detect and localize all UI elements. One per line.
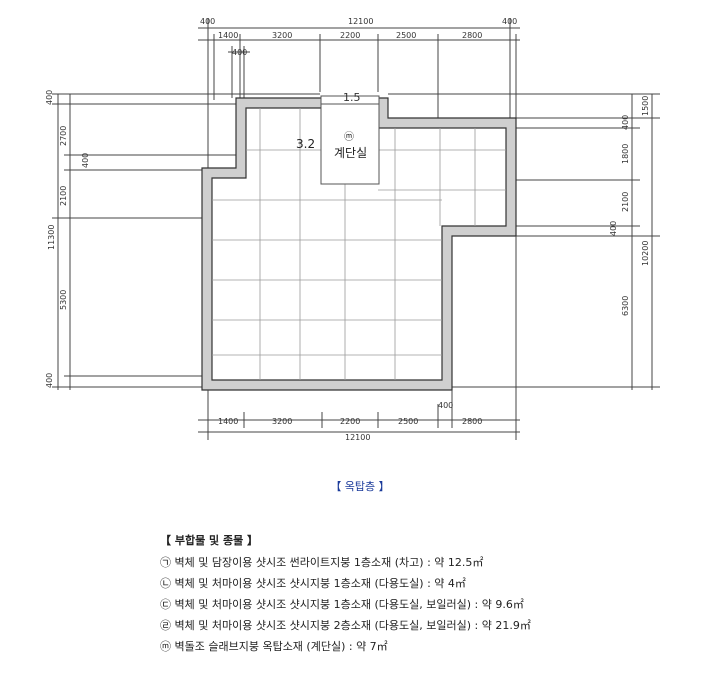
dim-top-seg-5: 2800 — [462, 31, 482, 40]
legend-item: ⓜ 벽돌조 슬래브지붕 옥탑소재 (계단실) : 약 7㎡ — [160, 640, 388, 653]
dim-bottom-seg-2: 3200 — [272, 417, 292, 426]
dim-right-10200: 10200 — [641, 241, 650, 266]
legend-title: 【 부합물 및 종물 】 — [160, 534, 259, 547]
appurtenances-legend: 【 부합물 및 종물 】 ㉠ 벽체 및 담장이용 샷시조 썬라이트지붕 1층소재… — [160, 530, 531, 657]
dim-left-2100: 2100 — [59, 186, 68, 206]
dim-right-400-top: 400 — [621, 115, 630, 130]
legend-item: ㉠ 벽체 및 담장이용 샷시조 썬라이트지붕 1층소재 (차고) : 약 12.… — [160, 556, 484, 569]
dim-bottom-seg-3: 2200 — [340, 417, 360, 426]
legend-item: ㉣ 벽체 및 처마이용 샷시조 샷시지붕 2층소재 (다용도실, 보일러실) :… — [160, 619, 531, 632]
stairwell-width-label: 1.5 — [343, 91, 361, 104]
dim-left-400-mid: 400 — [81, 153, 90, 168]
dim-right-1500: 1500 — [641, 96, 650, 116]
legend-item: ㉢ 벽체 및 처마이용 샷시조 샷시지붕 1층소재 (다용도실, 보일러실) :… — [160, 598, 524, 611]
dim-bottom-small: 400 — [438, 401, 453, 410]
dim-left-400-bottom: 400 — [45, 373, 54, 388]
dim-left-400-top: 400 — [45, 90, 54, 105]
room-marker: ⓜ — [344, 131, 354, 143]
floor-caption: 【 옥탑층 】 — [330, 480, 390, 493]
rooftop-floor-plan: 400 12100 400 1400 3200 2200 2500 2800 4… — [45, 17, 660, 442]
stairwell-box — [320, 95, 380, 185]
left-dimension-lines — [52, 93, 320, 390]
dim-left-2700: 2700 — [59, 126, 68, 146]
dim-bottom-seg-4: 2500 — [398, 417, 418, 426]
roof-outline — [201, 97, 517, 391]
room-label: 계단실 — [334, 146, 367, 160]
dim-right-400-mid: 400 — [609, 221, 618, 236]
dim-top-total: 12100 — [348, 17, 373, 26]
legend-item: ㉡ 벽체 및 처마이용 샷시조 샷시지붕 1층소재 (다용도실) : 약 4㎡ — [160, 577, 466, 590]
dim-top-edge-left: 400 — [200, 17, 215, 26]
dim-top-small: 400 — [232, 48, 247, 57]
dim-top-seg-1: 1400 — [218, 31, 238, 40]
dim-left-11300: 11300 — [47, 225, 56, 250]
stairwell-depth-label: 3.2 — [296, 137, 315, 151]
dim-top-edge-right: 400 — [502, 17, 517, 26]
dim-right-6300: 6300 — [621, 296, 630, 316]
dim-right-2100: 2100 — [621, 192, 630, 212]
roof-grid — [212, 108, 506, 380]
right-dimension-lines — [388, 93, 660, 390]
dim-right-1800: 1800 — [621, 144, 630, 164]
dim-bottom-seg-5: 2800 — [462, 417, 482, 426]
dim-left-5300: 5300 — [59, 290, 68, 310]
dim-top-seg-2: 3200 — [272, 31, 292, 40]
bottom-dimension-lines — [198, 236, 520, 440]
top-dimension-lines — [198, 18, 520, 170]
dim-top-seg-4: 2500 — [396, 31, 416, 40]
dim-bottom-total: 12100 — [345, 433, 370, 442]
dim-bottom-seg-1: 1400 — [218, 417, 238, 426]
dim-top-seg-3: 2200 — [340, 31, 360, 40]
